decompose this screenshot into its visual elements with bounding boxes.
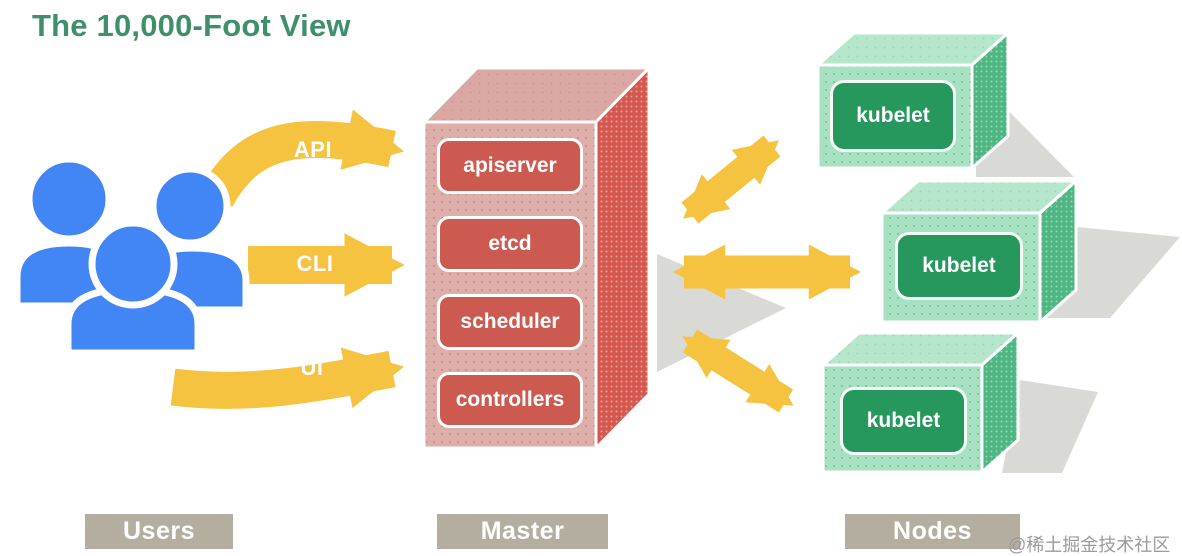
- api-arrow: [199, 109, 405, 208]
- watermark: @稀土掘金技术社区: [1008, 535, 1171, 555]
- page-title: The 10,000-Foot View: [32, 8, 351, 43]
- section-label-users: Users: [85, 514, 233, 549]
- kubelet-label-3: kubelet: [840, 387, 967, 455]
- kubelet-label-2: kubelet: [895, 232, 1023, 300]
- users-group-icon: [13, 155, 250, 357]
- api-arrow-label: API: [293, 137, 333, 162]
- ui-arrow: [170, 347, 405, 409]
- kubelet-label-1: kubelet: [830, 80, 956, 152]
- section-label-nodes: Nodes: [845, 514, 1020, 549]
- component-etcd: etcd: [437, 216, 583, 272]
- component-apiserver: apiserver: [437, 138, 583, 194]
- master-node-arrows: [673, 135, 861, 413]
- double-arrow-bottom: [682, 329, 794, 413]
- component-scheduler: scheduler: [437, 294, 583, 350]
- double-arrow-top: [681, 135, 781, 224]
- ui-arrow-label: UI: [300, 355, 324, 380]
- user-arrows: [170, 109, 405, 409]
- cli-arrow-label: CLI: [296, 251, 334, 276]
- section-label-master: Master: [437, 514, 608, 549]
- component-controllers: controllers: [437, 372, 583, 428]
